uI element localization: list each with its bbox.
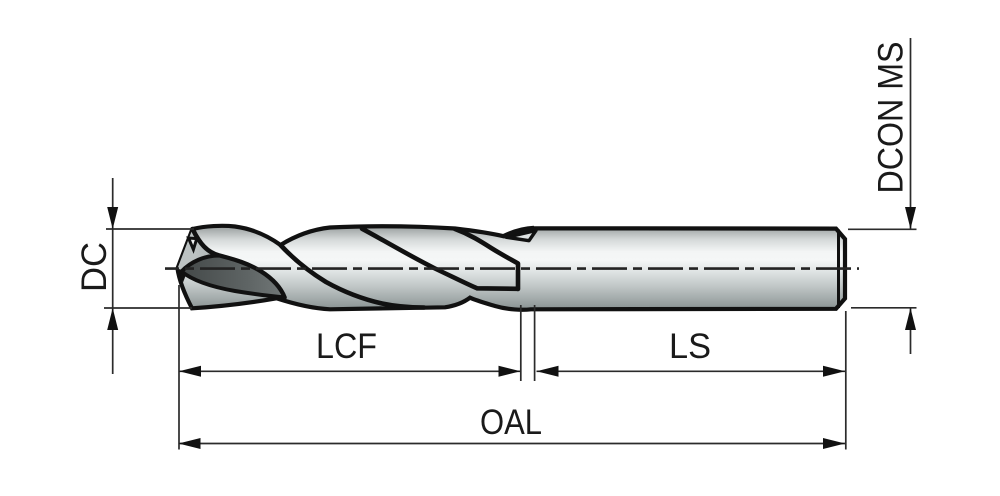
svg-text:OAL: OAL <box>480 403 542 442</box>
svg-text:DCON MS: DCON MS <box>872 42 911 194</box>
svg-text:LS: LS <box>669 327 711 366</box>
svg-text:DC: DC <box>75 242 114 292</box>
svg-text:LCF: LCF <box>316 327 377 366</box>
